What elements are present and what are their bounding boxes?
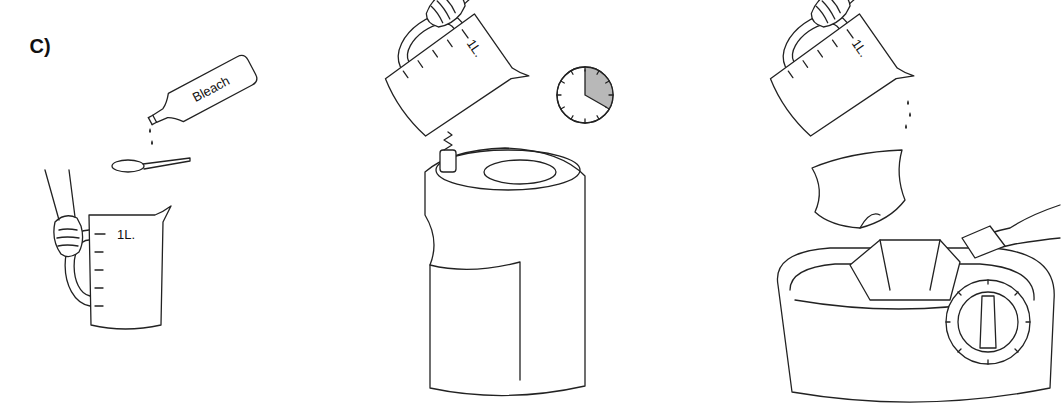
humidifier-base xyxy=(958,292,1018,352)
wiping-hand xyxy=(962,226,1005,258)
bleach-bottle xyxy=(148,118,152,125)
bleach-drops xyxy=(151,140,153,145)
water-drops xyxy=(905,100,911,129)
timer-clock xyxy=(585,67,613,109)
humidifier-base xyxy=(850,240,960,300)
water-drops xyxy=(907,100,909,105)
volume-mark: 1L. xyxy=(117,228,135,241)
humidifier-base xyxy=(777,240,1054,402)
water-drops xyxy=(909,112,911,117)
cleaning-cloth xyxy=(812,150,905,228)
timer-clock xyxy=(557,67,613,123)
measuring-jug xyxy=(45,170,171,329)
measuring-jug xyxy=(741,0,944,147)
cleaning-cloth xyxy=(812,150,905,228)
humidifier-base xyxy=(880,240,940,290)
measuring-jug xyxy=(356,0,559,147)
timer-clock xyxy=(557,67,613,123)
timer-clock xyxy=(585,70,606,107)
bleach-bottle xyxy=(148,115,152,117)
bleach-bottle xyxy=(152,122,156,124)
water-tank xyxy=(430,262,520,380)
teaspoon xyxy=(112,160,144,172)
humidifier-base xyxy=(946,280,1030,364)
wiping-hand xyxy=(962,205,1060,258)
water-tank xyxy=(484,160,556,184)
bleach-drops xyxy=(149,128,153,145)
teaspoon xyxy=(143,158,190,169)
measuring-jug xyxy=(741,0,944,147)
timer-clock xyxy=(557,67,613,123)
step-label: C) xyxy=(29,36,50,56)
measuring-jug xyxy=(45,170,171,329)
bleach-bottle xyxy=(143,53,260,135)
measuring-jug xyxy=(356,0,559,147)
water-tank xyxy=(425,148,585,396)
timer-clock xyxy=(557,67,613,123)
humidifier-base xyxy=(980,296,996,348)
water-drops xyxy=(905,124,907,129)
water-tank xyxy=(440,150,456,172)
cleaning-cloth xyxy=(860,214,880,228)
water-tank xyxy=(425,132,585,396)
bleach-drops xyxy=(149,128,151,133)
humidifier-base xyxy=(946,280,1030,364)
water-tank xyxy=(444,132,452,150)
water-tank xyxy=(436,150,580,190)
bleach-bottle xyxy=(147,53,259,133)
teaspoon xyxy=(112,158,190,172)
